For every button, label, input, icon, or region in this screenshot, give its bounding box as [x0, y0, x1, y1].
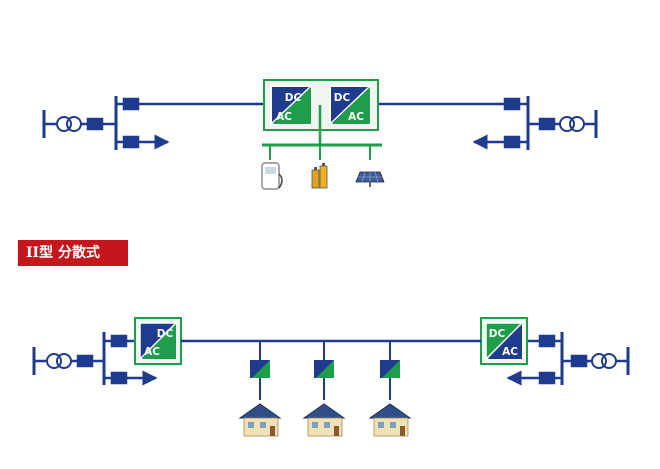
right-converter-box: DC AC	[480, 317, 528, 365]
house-solar-icon	[368, 403, 412, 437]
transformer-icon	[559, 116, 575, 132]
distributed-unit-2	[314, 341, 334, 400]
breaker-icon	[538, 117, 556, 131]
converter-ac-label: AC	[502, 346, 518, 358]
converter-station: DC AC DC AC	[262, 79, 382, 160]
converter-ac-label: AC	[276, 111, 292, 123]
distributed-unit-3	[380, 341, 400, 400]
left-converter-box: DC AC	[134, 317, 182, 365]
converter-ac-label: AC	[144, 346, 160, 358]
transformer-icon	[591, 353, 607, 369]
breaker-icon	[538, 371, 556, 385]
ev-charger-icon	[261, 162, 283, 190]
converter-ac-label: AC	[348, 111, 364, 123]
breaker-icon	[570, 354, 588, 368]
left-transformer-group	[42, 96, 170, 150]
type-ii-tag: II型 分散式	[18, 240, 128, 266]
breaker-icon	[76, 354, 94, 368]
house-solar-icon	[302, 403, 346, 437]
breaker-icon	[503, 135, 521, 149]
solar-panel-icon	[355, 171, 385, 187]
breaker-icon	[110, 334, 128, 348]
dc-ac-converter-2: DC AC	[329, 85, 371, 125]
breaker-icon	[110, 371, 128, 385]
converter-dc-label: DC	[489, 328, 506, 340]
right-transformer-group-2	[506, 332, 630, 386]
transformer-icon	[56, 116, 72, 132]
right-transformer-group	[472, 96, 598, 150]
breaker-icon	[122, 135, 140, 149]
breaker-icon	[503, 97, 521, 111]
converter-dc-label: DC	[285, 92, 302, 104]
battery-storage-icon	[311, 163, 328, 189]
breaker-icon	[86, 117, 104, 131]
dc-ac-converter-1: DC AC	[270, 85, 312, 125]
breaker-icon	[538, 334, 556, 348]
distributed-unit-1	[250, 341, 270, 400]
converter-dc-label: DC	[157, 328, 174, 340]
left-transformer-group-2	[32, 332, 158, 386]
breaker-icon	[122, 97, 140, 111]
transformer-icon	[46, 353, 62, 369]
converter-dc-label: DC	[334, 92, 351, 104]
house-solar-icon	[238, 403, 282, 437]
